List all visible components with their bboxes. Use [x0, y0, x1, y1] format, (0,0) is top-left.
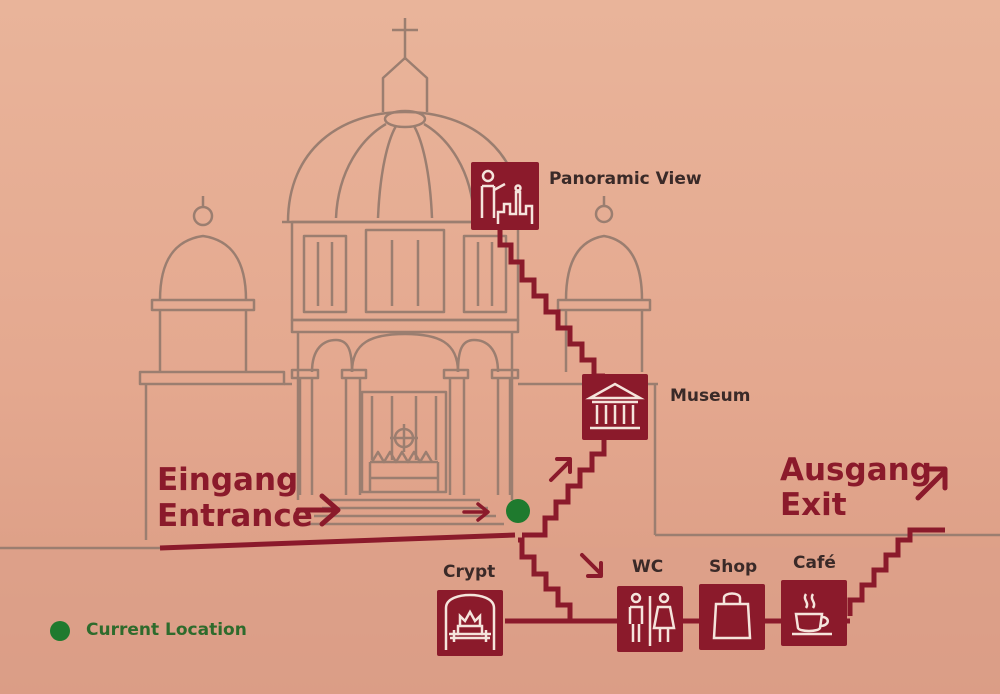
panoramic-view-icon: [471, 162, 539, 230]
wc-label: WC: [632, 557, 664, 577]
entrance-label-en: Entrance: [157, 498, 313, 534]
wc-icon: [617, 586, 683, 652]
route-arrows: [295, 457, 948, 578]
museum-label: Museum: [670, 386, 751, 406]
exit-label-en: Exit: [780, 487, 847, 523]
cafe-icon: [781, 580, 847, 646]
small-entrance-arrow: [462, 502, 490, 522]
up-arrow: [549, 457, 572, 482]
entrance-label-de: Eingang: [157, 462, 299, 498]
museum-icon: [582, 374, 648, 440]
crypt-label: Crypt: [443, 562, 496, 582]
current-location-label: Current Location: [86, 620, 247, 640]
crypt-icon: [437, 590, 503, 656]
cafe-label: Café: [793, 553, 836, 573]
shop-icon: [699, 584, 765, 650]
down-arrow: [580, 553, 603, 578]
legend-location-dot: [50, 621, 70, 641]
exit-arrow: [915, 466, 948, 501]
exit-label-de: Ausgang: [780, 452, 932, 488]
current-location-marker: [506, 499, 530, 523]
shop-label: Shop: [709, 557, 758, 577]
entrance-arrow: [295, 493, 341, 527]
panoramic-view-label: Panoramic View: [549, 169, 702, 189]
